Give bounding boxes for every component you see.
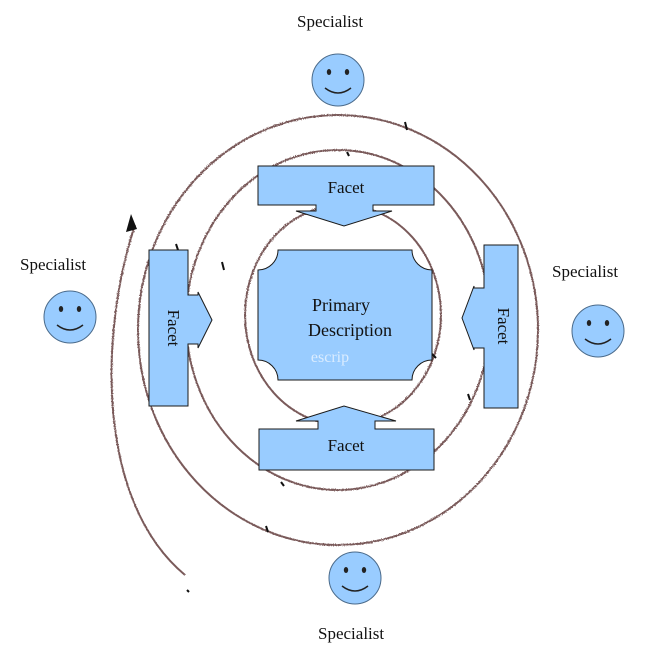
tick-mark xyxy=(186,589,190,593)
facet-right-shape xyxy=(461,244,519,409)
specialist-label-right: Specialist xyxy=(552,262,619,281)
tick-mark xyxy=(346,151,350,157)
facet-left-label: Facet xyxy=(164,310,183,347)
tick-mark xyxy=(404,121,408,131)
specialist-label-left: Specialist xyxy=(20,255,87,274)
primary-label-ghost: escrip xyxy=(311,349,349,366)
outer-ring xyxy=(137,114,539,546)
specialist-face-top xyxy=(311,53,365,107)
outer-arc xyxy=(110,224,186,576)
specialist-label-top: Specialist xyxy=(297,12,364,31)
tick-mark xyxy=(280,481,285,487)
facet-left-shape xyxy=(148,249,213,407)
outer-arc-arrowhead xyxy=(126,214,137,232)
tick-mark xyxy=(221,261,225,271)
specialist-face-left xyxy=(43,290,97,344)
primary-label-line1: Primary xyxy=(312,295,370,315)
tick-mark xyxy=(175,243,179,251)
primary-description-shape xyxy=(257,249,433,381)
specialist-label-bottom: Specialist xyxy=(318,624,385,643)
specialist-face-bottom xyxy=(328,551,382,605)
facet-right-label: Facet xyxy=(494,308,513,345)
primary-label-line2: Description xyxy=(308,320,392,340)
facet-bottom-label: Facet xyxy=(328,436,365,455)
facet-top-shape xyxy=(257,165,435,227)
facet-top-label: Facet xyxy=(328,178,365,197)
specialist-face-right xyxy=(571,304,625,358)
tick-mark xyxy=(265,525,269,533)
tick-mark xyxy=(467,393,471,401)
facet-bottom-shape xyxy=(258,405,435,471)
tick-mark xyxy=(431,353,437,359)
